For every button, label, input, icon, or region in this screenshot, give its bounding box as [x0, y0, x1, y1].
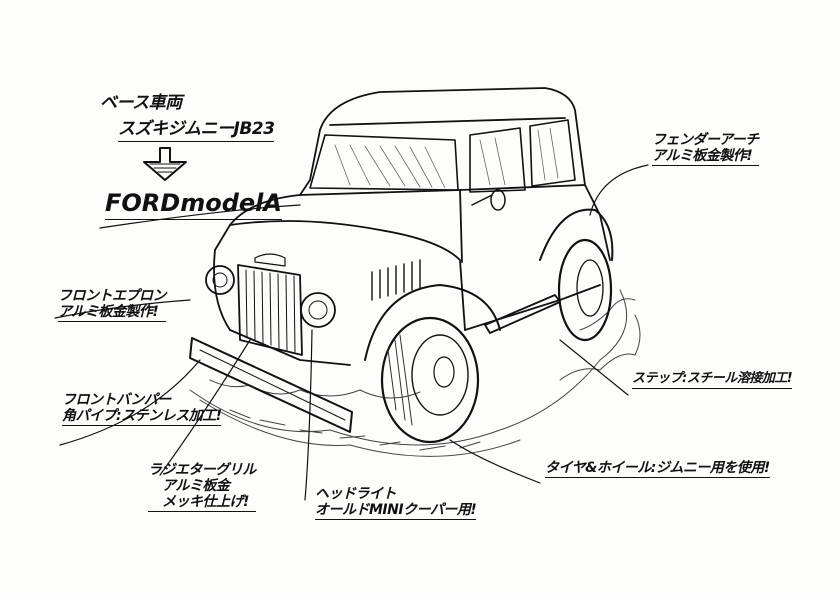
base-vehicle-label: ベース車両	[100, 93, 182, 114]
side-mirror	[471, 189, 506, 211]
base-model: スズキジムニーJB23	[118, 119, 275, 142]
down-arrow-icon	[143, 147, 187, 181]
headlights	[205, 265, 336, 328]
note-radiator-grille: ラジエターグリル アルミ板金 メッキ仕上げ!	[148, 462, 256, 513]
running-step	[484, 294, 561, 334]
note-step: ステップ:スチール溶接加工!	[632, 371, 793, 389]
target-model: FORDmodelA	[105, 189, 282, 220]
note-fender-arch: フェンダーアーチ アルミ板金製作!	[652, 132, 759, 167]
front-bumper	[189, 337, 353, 433]
target-model-label: FORDmodelA	[105, 189, 282, 220]
front-wheel	[364, 284, 501, 444]
base-model-label: スズキジムニーJB23	[118, 119, 275, 142]
hood-louvers	[371, 259, 421, 301]
windows	[309, 119, 576, 193]
radiator-grille	[237, 253, 303, 356]
rear-wheel	[539, 208, 614, 342]
note-front-bumper: フロントバンパー 角パイプ:ステンレス加工!	[62, 392, 222, 427]
note-front-apron: フロントエプロン アルミ板金製作!	[58, 288, 167, 323]
leader-lines	[54, 164, 649, 501]
note-headlight: ヘッドライト オールドMINIクーパー用!	[315, 486, 477, 521]
ground-shadow	[189, 289, 641, 457]
base-label: ベース車両	[100, 93, 182, 113]
note-tire-wheel: タイヤ&ホイール:ジムニー用を使用!	[545, 460, 770, 479]
